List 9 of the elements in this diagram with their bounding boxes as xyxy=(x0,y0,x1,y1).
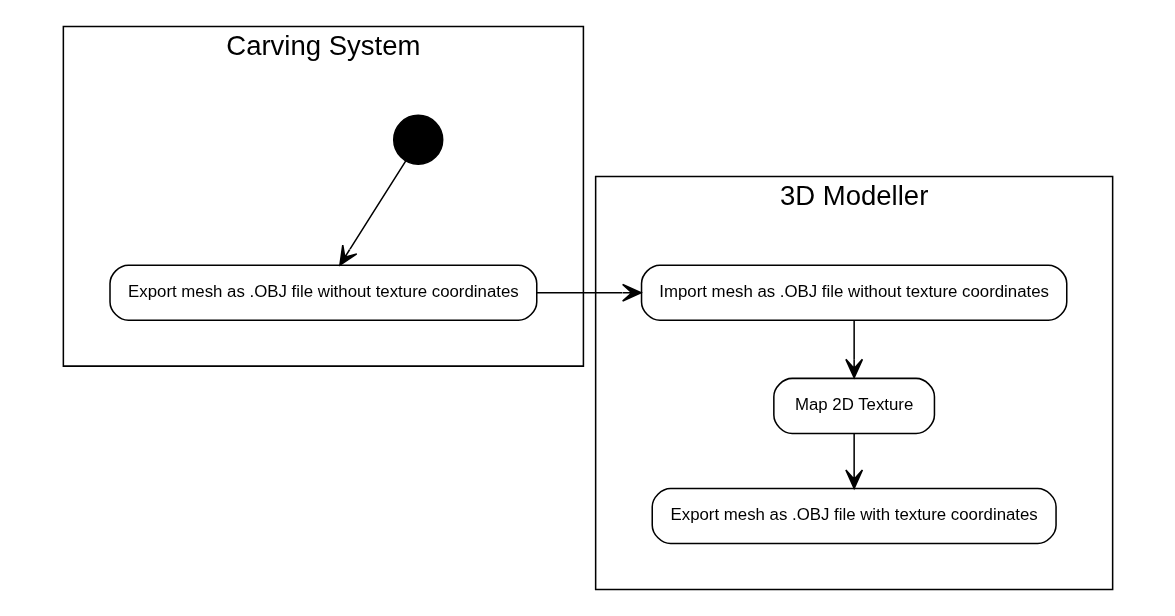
node-box: Export mesh as .OBJ file without texture coordinates xyxy=(108,264,538,321)
node-circle xyxy=(392,114,443,165)
node-box: Import mesh as .OBJ file without texture coordinates xyxy=(640,264,1068,321)
node-box: Map 2D Texture xyxy=(772,377,935,435)
node-box: Export mesh as .OBJ file with texture coordinates xyxy=(650,487,1057,545)
arrow xyxy=(535,283,642,302)
arrow xyxy=(338,160,407,266)
arrow xyxy=(844,433,863,490)
arrow xyxy=(844,319,863,379)
